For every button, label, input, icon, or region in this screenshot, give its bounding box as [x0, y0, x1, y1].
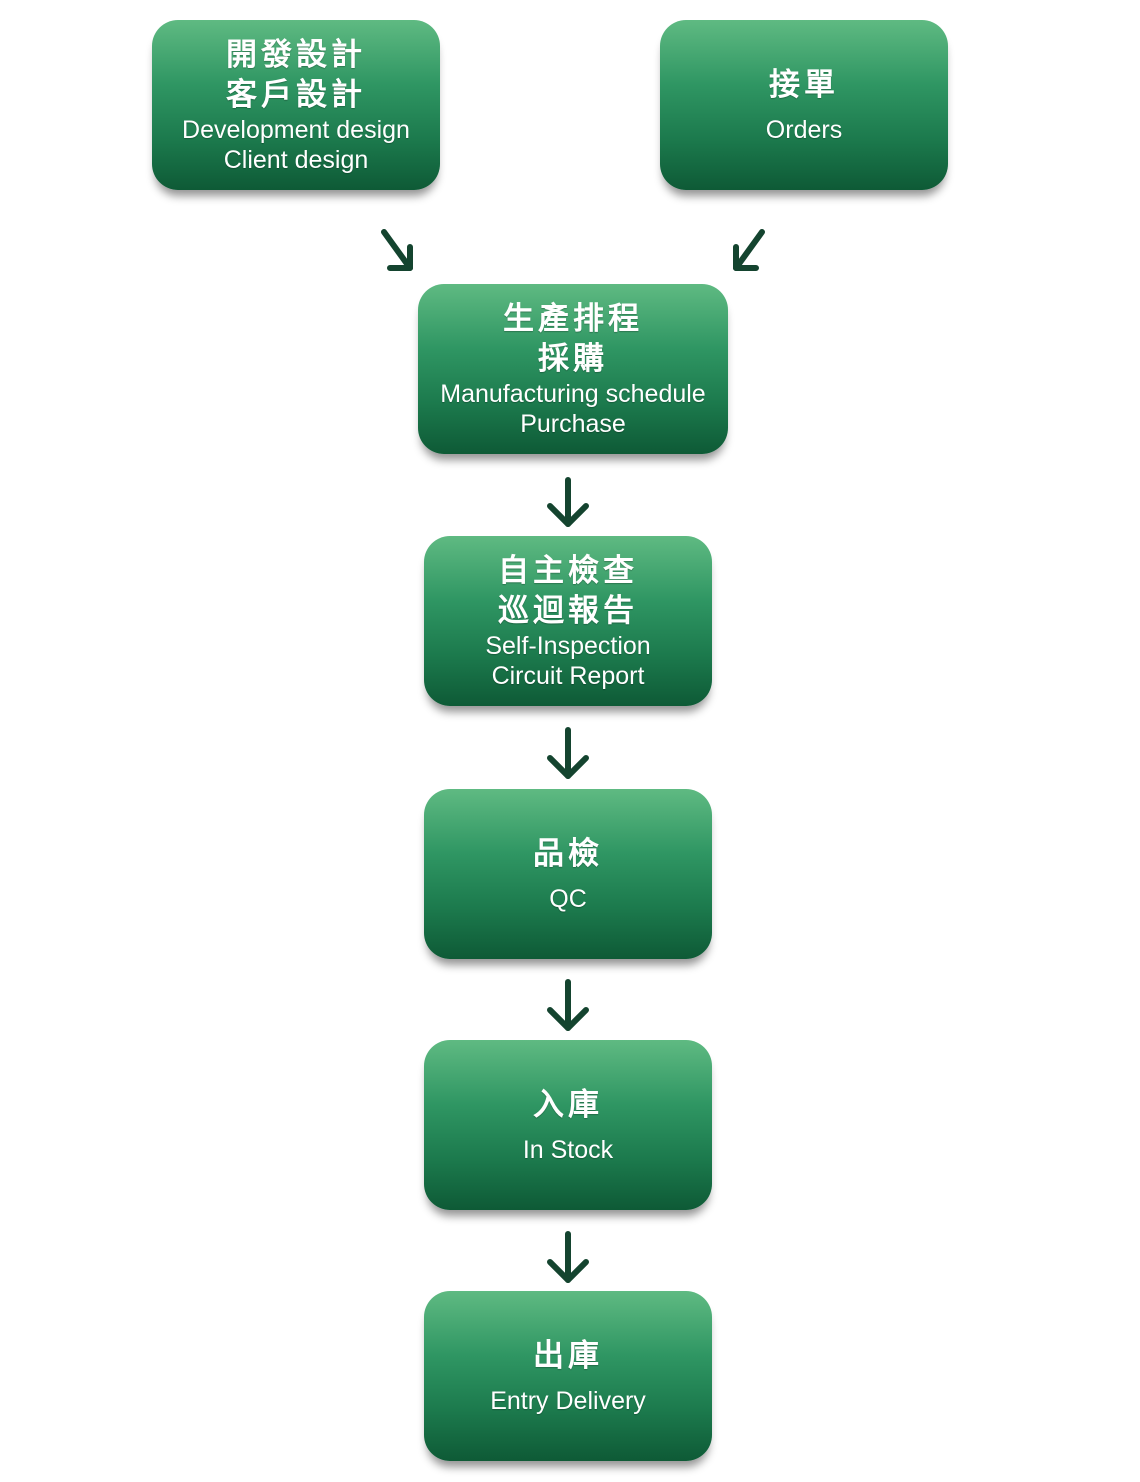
box-schedule-chinese-label: 採購 — [538, 341, 608, 377]
box-stock-chinese-label: 入庫 — [533, 1087, 603, 1123]
arrow-head — [733, 244, 759, 271]
arrow-shaft — [733, 229, 765, 271]
box-inspection-chinese-label: 巡迴報告 — [498, 593, 638, 629]
process-box-orders: 接單 Orders — [660, 20, 948, 190]
arrow-head — [387, 244, 413, 271]
arrow-schedule-to-inspection — [547, 477, 589, 527]
box-delivery-chinese-label: 出庫 — [533, 1338, 603, 1374]
box-qc-english-label: QC — [549, 885, 587, 913]
arrow-design-to-schedule — [381, 229, 413, 271]
box-schedule-english-label: Purchase — [520, 410, 626, 438]
process-box-delivery: 出庫 Entry Delivery — [424, 1291, 712, 1461]
arrow-stock-to-delivery — [547, 1231, 589, 1283]
arrow-head — [547, 503, 589, 527]
box-schedule-chinese-label: 生產排程 — [503, 301, 643, 337]
arrow-head — [547, 755, 589, 779]
box-design-english-label: Client design — [223, 146, 369, 174]
box-orders-english-label: Orders — [765, 116, 843, 144]
arrow-head — [547, 1007, 589, 1031]
box-design-chinese-label: 開發設計 — [226, 37, 366, 73]
process-box-stock: 入庫 In Stock — [424, 1040, 712, 1210]
arrow-inspection-to-qc — [547, 727, 589, 779]
box-schedule-english-label: Manufacturing schedule — [440, 380, 706, 408]
box-qc-chinese-label: 品檢 — [533, 836, 603, 872]
box-inspection-chinese-label: 自主檢查 — [498, 553, 638, 589]
box-inspection-english-label: Circuit Report — [491, 662, 645, 690]
box-design-english-label: Development design — [182, 116, 410, 144]
arrow-qc-to-stock — [547, 979, 589, 1031]
process-box-qc: 品檢 QC — [424, 789, 712, 959]
box-inspection-english-label: Self-Inspection — [485, 632, 651, 660]
arrow-shaft — [381, 229, 413, 271]
box-design-chinese-label: 客戶設計 — [226, 77, 366, 113]
box-orders-chinese-label: 接單 — [769, 67, 839, 103]
box-delivery-english-label: Entry Delivery — [490, 1387, 646, 1415]
arrow-head — [547, 1259, 589, 1283]
arrow-orders-to-schedule — [733, 229, 765, 271]
box-stock-english-label: In Stock — [522, 1136, 614, 1164]
